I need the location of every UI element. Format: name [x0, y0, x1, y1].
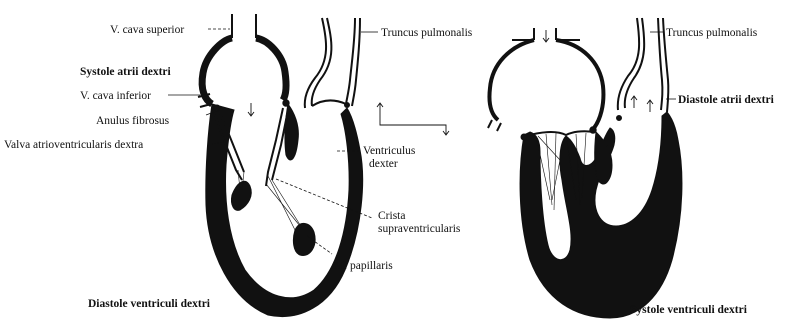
left-heart-diastole-figure	[198, 14, 449, 317]
vena-cava-superior-tube	[232, 14, 256, 38]
right-atrium-wall	[202, 38, 286, 104]
flow-arrow-right-atrium	[543, 30, 549, 42]
label-diastole-atrii-dextri: Diastole atrii dextri	[678, 94, 775, 106]
label-crista-line2: supraventricularis	[378, 223, 461, 235]
pulmonary-trunk-tube	[305, 18, 360, 108]
right-heart-systole-figure	[488, 18, 682, 318]
label-crista-line1: Crista	[378, 210, 405, 222]
label-valva-atrioventricularis-dextra: Valva atrioventricularis dextra	[4, 139, 143, 151]
label-anulus-fibrosus: Anulus fibrosus	[96, 115, 170, 127]
label-ventriculus-dexter-line2: dexter	[369, 158, 398, 170]
label-m-papillaris: M. papillaris	[334, 260, 393, 272]
pulmonary-valve	[312, 100, 350, 107]
label-truncus-pulmonalis-left: Truncus pulmonalis	[381, 27, 473, 39]
label-systole-ventriculi-dextri: Systole ventriculi dextri	[630, 304, 748, 316]
right-atrium-dilated	[489, 40, 603, 128]
papillary-muscle-left	[231, 181, 251, 210]
vena-cava-inferior-dashes	[488, 120, 501, 131]
label-v-cava-inferior: V. cava inferior	[80, 90, 151, 102]
label-truncus-pulmonalis-right: Truncus pulmonalis	[666, 27, 758, 39]
label-diastole-ventriculi-dextri: Diastole ventriculi dextri	[88, 298, 211, 310]
label-systole-atrii-dextri: Systole atrii dextri	[80, 66, 172, 78]
pulmonary-valve-nodule-right	[617, 116, 622, 121]
label-ventriculus-dexter-line1: Ventriculus	[363, 145, 416, 157]
label-v-cava-superior: V. cava superior	[110, 24, 184, 36]
